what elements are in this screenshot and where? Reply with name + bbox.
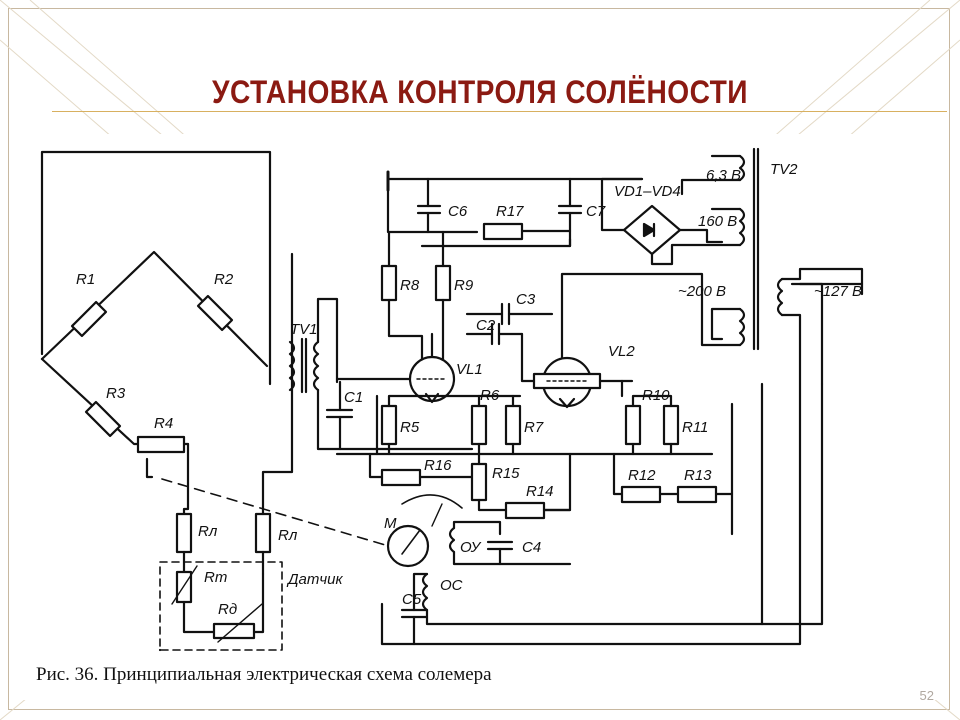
resistor-R8: [380, 264, 398, 302]
label-RT: Rт: [204, 569, 227, 586]
schematic-figure: R1 R2 R3 R4 Rл Rл Rт Rд Датчик TV1 TV2 C…: [22, 134, 944, 700]
tv2-winding-63: [738, 154, 746, 182]
label-R12: R12: [628, 467, 656, 484]
label-R8: R8: [400, 277, 420, 294]
label-C2: C2: [476, 317, 496, 334]
label-R5: R5: [400, 419, 420, 436]
resistor-RD: [212, 622, 256, 640]
resistor-R14: [504, 501, 546, 520]
resistor-R11: [662, 404, 680, 446]
resistor-R5: [380, 404, 398, 446]
bridge-top: [40, 250, 269, 368]
tv2-primary: [776, 277, 784, 317]
label-R17: R17: [496, 203, 524, 220]
label-R1: R1: [76, 271, 95, 288]
label-C4: C4: [522, 539, 541, 556]
label-C7: C7: [586, 203, 606, 220]
tv1-secondary: [312, 340, 320, 392]
resistor-R12: [620, 485, 662, 504]
page-number: 52: [919, 688, 934, 703]
coil-OC: [421, 572, 429, 612]
title-underline: [52, 111, 947, 112]
label-VL1: VL1: [456, 361, 483, 378]
label-R14: R14: [526, 483, 554, 500]
label-RL2: Rл: [278, 527, 298, 544]
label-R10: R10: [642, 387, 670, 404]
slide-title: УСТАНОВКА КОНТРОЛЯ СОЛЁНОСТИ: [212, 74, 748, 110]
wire-top-left: [40, 150, 272, 371]
resistor-R15: [470, 462, 488, 502]
slide-frame: [8, 8, 950, 710]
resistor-R10: [624, 404, 642, 446]
resistor-R3: [84, 400, 122, 438]
tv1-primary: [288, 340, 296, 392]
label-TV2: TV2: [770, 161, 798, 178]
tv2-winding-200: [738, 307, 746, 347]
resistor-RL2: [254, 512, 272, 554]
label-R6: R6: [480, 387, 500, 404]
label-OC: ОС: [440, 577, 463, 594]
resistor-R17: [482, 222, 524, 241]
label-VD: VD1–VD4: [614, 183, 681, 200]
sensor-box: [159, 561, 283, 651]
label-R11: R11: [682, 419, 708, 436]
label-v127: ~127 В: [814, 283, 862, 300]
label-R4: R4: [154, 415, 173, 432]
resistor-R9: [434, 264, 452, 302]
label-R13: R13: [684, 467, 712, 484]
label-RL1: Rл: [198, 523, 218, 540]
resistor-R13: [676, 485, 718, 504]
coil-OU: [448, 526, 456, 554]
resistor-R7: [504, 404, 522, 446]
label-meter: M: [384, 515, 397, 532]
label-R16: R16: [424, 457, 452, 474]
label-R15: R15: [492, 465, 520, 482]
resistor-R2: [196, 294, 234, 332]
label-VL2: VL2: [608, 343, 635, 360]
label-OU: ОУ: [460, 539, 482, 556]
resistor-R4: [136, 435, 186, 454]
resistor-RL1: [175, 512, 193, 554]
label-v200: ~200 В: [678, 283, 726, 300]
label-v63: 6,3 В: [706, 167, 741, 184]
circuit-schematic: R1 R2 R3 R4 Rл Rл Rт Rд Датчик TV1 TV2 C…: [40, 147, 864, 652]
label-R9: R9: [454, 277, 474, 294]
label-v160: 160 В: [698, 213, 737, 230]
resistor-R1: [70, 300, 108, 338]
label-RD: Rд: [218, 601, 237, 618]
dashed-link: [161, 478, 393, 548]
label-sensor: Датчик: [286, 571, 344, 588]
label-TV1: TV1: [290, 321, 318, 338]
label-R3: R3: [106, 385, 126, 402]
tv2-winding-160: [738, 207, 746, 247]
label-C1: C1: [344, 389, 363, 406]
figure-caption: Рис. 36. Принципиальная электрическая сх…: [36, 664, 492, 685]
label-C3: C3: [516, 291, 536, 308]
bridge-bottom-left: [40, 357, 154, 446]
resistor-R6: [470, 404, 488, 446]
label-C6: C6: [448, 203, 468, 220]
label-R2: R2: [214, 271, 234, 288]
resistor-R16: [380, 468, 422, 487]
label-R7: R7: [524, 419, 544, 436]
label-C5: C5: [402, 591, 422, 608]
